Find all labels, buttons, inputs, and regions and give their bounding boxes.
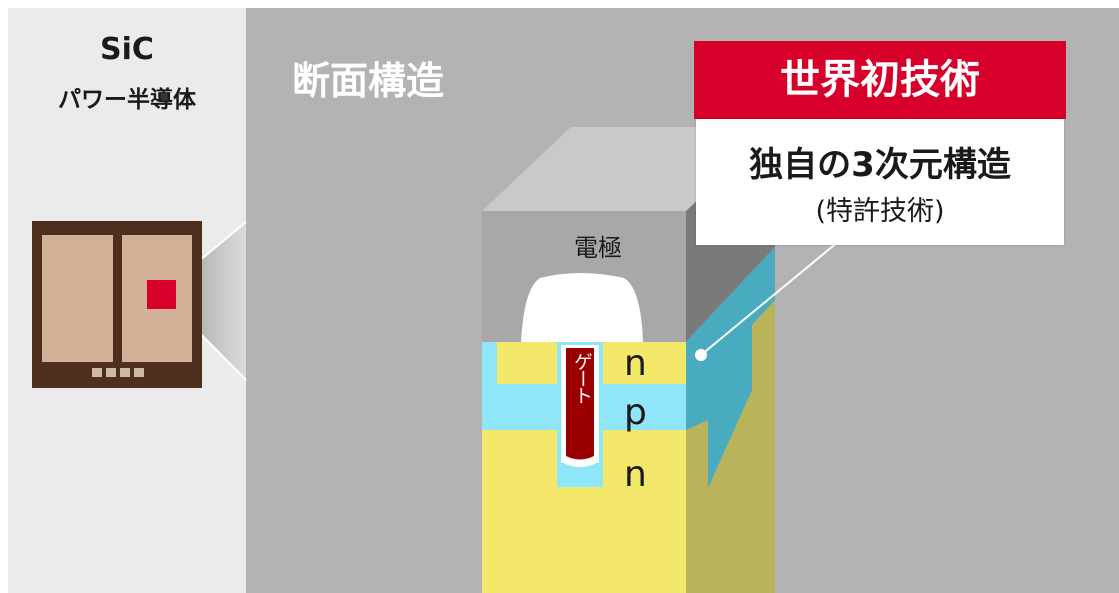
badge-main-text: 独自の3次元構造 [749,145,1011,185]
section-title: 断面構造 [292,59,445,103]
chip-pad [106,368,116,377]
front-n-top-left [497,342,557,384]
layer-label-p: p [624,392,647,433]
sic-chip [32,221,202,388]
chip-zoom-marker [147,280,176,309]
sidebar-title-power-semiconductor: パワー半導体 [58,87,196,113]
callout-line [700,231,851,356]
side-p-trench [686,247,775,488]
chip-pad [120,368,130,377]
sidebar-title-sic: SiC [100,32,154,67]
callout-dot [695,349,707,361]
gate-label: ゲート [571,352,593,403]
world-first-badge-header: 世界初技術 [694,41,1066,119]
chip-pad [134,368,144,377]
zoom-beam [176,222,246,380]
chip-pad [92,368,102,377]
gate-electrode [566,348,594,460]
layer-label-n-top: n [624,343,647,384]
layer-label-n-bottom: n [624,454,647,495]
electrode-label: 電極 [574,234,622,262]
electrode-contact [521,273,643,342]
badge-sub-text: (特許技術) [815,196,945,227]
front-n-top-right [603,342,686,384]
badge-body: 独自の3次元構造 (特許技術) [696,119,1064,245]
chip-cell-left [42,235,113,362]
